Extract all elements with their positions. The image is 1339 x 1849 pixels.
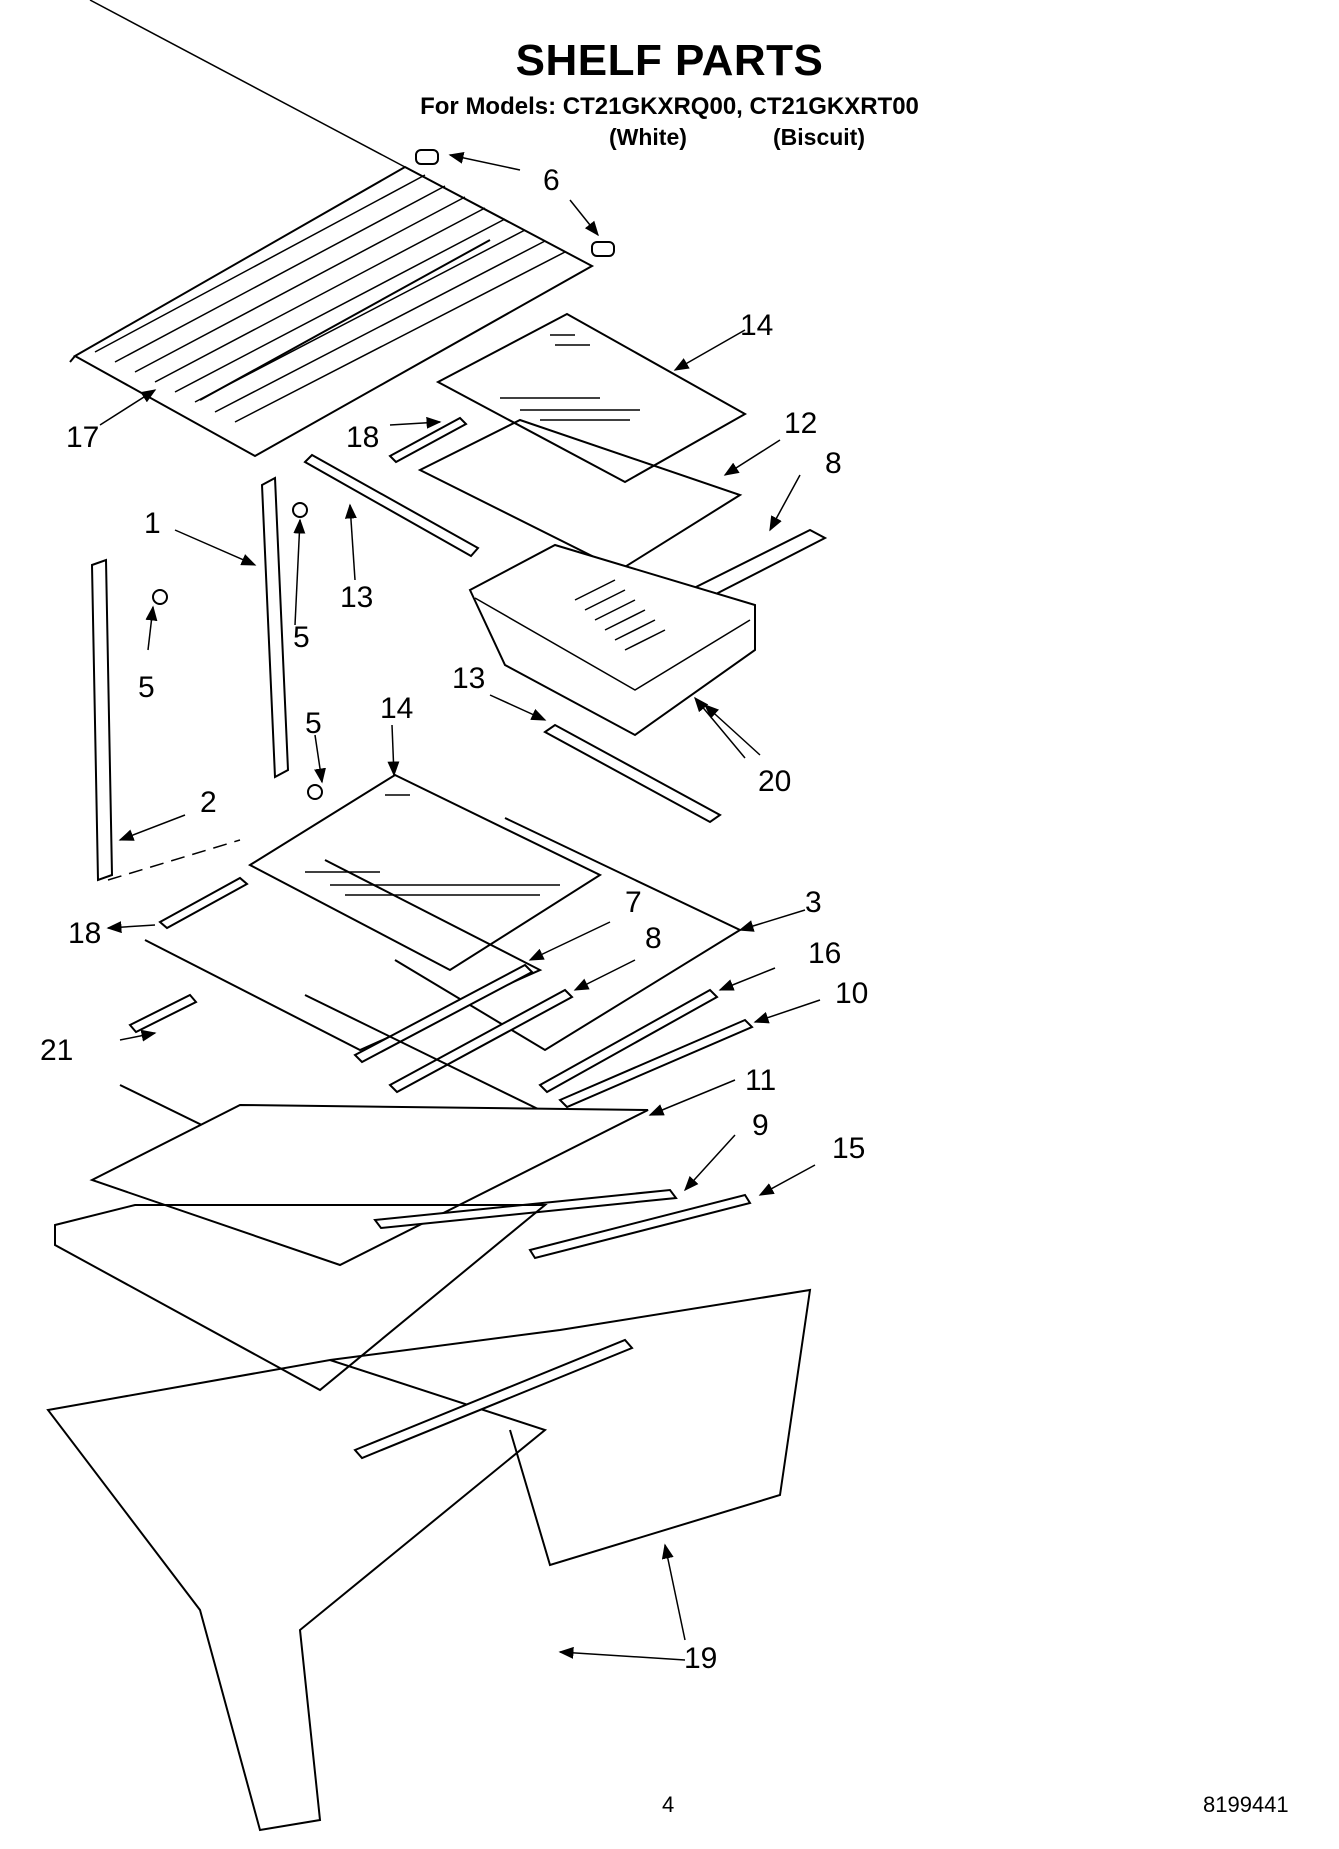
- callout-18-upper: 18: [346, 421, 379, 454]
- callout-10: 10: [835, 977, 868, 1010]
- callout-13-upper: 13: [340, 581, 373, 614]
- page-title: SHELF PARTS: [515, 36, 824, 85]
- models-line: For Models: CT21GKXRQ00, CT21GKXRT00: [420, 93, 919, 120]
- screws: [152, 502, 323, 800]
- callout-11: 11: [745, 1064, 776, 1097]
- assembly-dash-line: [107, 839, 241, 881]
- callout-18-lower: 18: [68, 917, 101, 950]
- variant-biscuit-label: (Biscuit): [773, 124, 865, 150]
- shelf-end-caps: [415, 149, 615, 257]
- callout-6: 6: [543, 164, 560, 197]
- trim-21: [128, 993, 198, 1034]
- document-number: 8199441: [1203, 1792, 1289, 1817]
- trim-upper-18: [388, 416, 468, 464]
- callout-15: 15: [832, 1132, 865, 1165]
- trim-10: [558, 1018, 754, 1109]
- trim-lower-8: [388, 988, 574, 1094]
- trim-lower-18: [158, 876, 249, 930]
- callout-12: 12: [784, 407, 817, 440]
- wire-shelf: [69, 0, 595, 458]
- leader-lines: [99, 151, 821, 1661]
- callout-21: 21: [40, 1034, 73, 1067]
- page-number: 4: [662, 1792, 675, 1817]
- shelf-frame-12: [417, 418, 743, 572]
- glass-11: [89, 1103, 649, 1267]
- callout-5-left: 5: [138, 671, 155, 704]
- meat-pan: [468, 543, 756, 737]
- trim-16: [538, 988, 719, 1094]
- vertical-support-1: [260, 476, 290, 779]
- crisper-cover: [54, 1204, 548, 1392]
- glass-glare-upper: [500, 334, 640, 421]
- callout-17: 17: [66, 421, 99, 454]
- rail-lower-13: [543, 723, 722, 824]
- callout-14-lower: 14: [380, 692, 413, 725]
- callout-5-mid: 5: [293, 621, 310, 654]
- crisper-drawers: [46, 1288, 812, 1832]
- callout-16: 16: [808, 937, 841, 970]
- callout-2: 2: [200, 786, 217, 819]
- trim-9: [373, 1188, 678, 1230]
- callout-7: 7: [625, 886, 642, 919]
- trim-15: [528, 1193, 752, 1260]
- rail-upper-13: [303, 453, 480, 558]
- callout-14-upper: 14: [740, 309, 773, 342]
- callout-8-upper: 8: [825, 447, 842, 480]
- callout-5-lower: 5: [305, 707, 322, 740]
- glass-shelf-lower: [247, 773, 603, 972]
- callout-13-lower: 13: [452, 662, 485, 695]
- callout-9: 9: [752, 1109, 769, 1142]
- callout-8-lower: 8: [645, 922, 662, 955]
- callout-3: 3: [805, 886, 822, 919]
- callout-1: 1: [144, 507, 161, 540]
- glass-glare-lower: [305, 794, 560, 896]
- vertical-support-2: [90, 558, 114, 882]
- callout-19: 19: [684, 1642, 717, 1675]
- trim-lower-7: [353, 963, 534, 1064]
- variant-white-label: (White): [609, 124, 687, 150]
- callout-20: 20: [758, 765, 791, 798]
